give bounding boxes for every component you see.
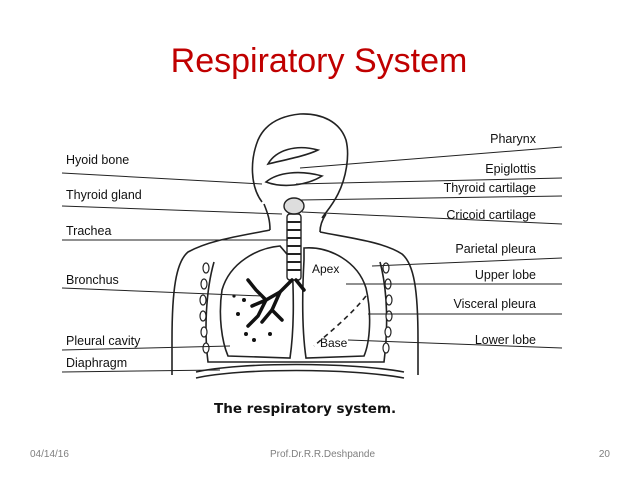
- label-trachea: Trachea: [66, 224, 112, 238]
- alveoli-dots: [232, 294, 272, 342]
- label-base: Base: [320, 336, 348, 350]
- label-parietal-pleura: Parietal pleura: [455, 242, 536, 256]
- label-epiglottis: Epiglottis: [485, 162, 536, 176]
- leader-lines-right: [295, 146, 563, 349]
- oral-cavity: [264, 171, 324, 187]
- label-thyroid-gland: Thyroid gland: [66, 188, 142, 202]
- bronchial-tree: [246, 278, 306, 328]
- label-thyroid-cartilage: Thyroid cartilage: [443, 181, 536, 195]
- label-upper-lobe: Upper lobe: [474, 268, 536, 282]
- trachea-rings: [287, 221, 301, 271]
- label-hyoid-bone: Hyoid bone: [66, 153, 130, 167]
- thorax-wall: [205, 261, 388, 363]
- figure-caption: The respiratory system.: [214, 401, 397, 417]
- label-lower-lobe: Lower lobe: [474, 333, 536, 347]
- label-bronchus: Bronchus: [66, 273, 119, 287]
- label-pharynx: Pharynx: [490, 132, 536, 146]
- leader-lines-left: [61, 172, 288, 373]
- page-number: 20: [598, 449, 610, 460]
- left-lung: [219, 245, 295, 359]
- torso-right: [319, 231, 419, 375]
- slide-title: Respiratory System: [170, 42, 468, 80]
- nasal-cavity: [266, 146, 321, 166]
- head-outline: [251, 113, 349, 219]
- label-visceral-pleura: Visceral pleura: [453, 297, 536, 311]
- label-apex: Apex: [312, 262, 340, 276]
- footer-date: 04/14/16: [30, 449, 69, 460]
- right-lung: [301, 247, 371, 359]
- torso-left: [171, 229, 271, 375]
- neck-right: [319, 213, 327, 233]
- neck-left: [263, 203, 271, 231]
- label-pleural-cavity: Pleural cavity: [66, 334, 141, 348]
- label-cricoid-cartilage: Cricoid cartilage: [446, 208, 536, 222]
- footer-author: Prof.Dr.R.R.Deshpande: [270, 449, 376, 460]
- label-diaphragm: Diaphragm: [66, 356, 128, 370]
- diaphragm-line: [195, 363, 405, 373]
- oblique-fissure: [313, 295, 367, 347]
